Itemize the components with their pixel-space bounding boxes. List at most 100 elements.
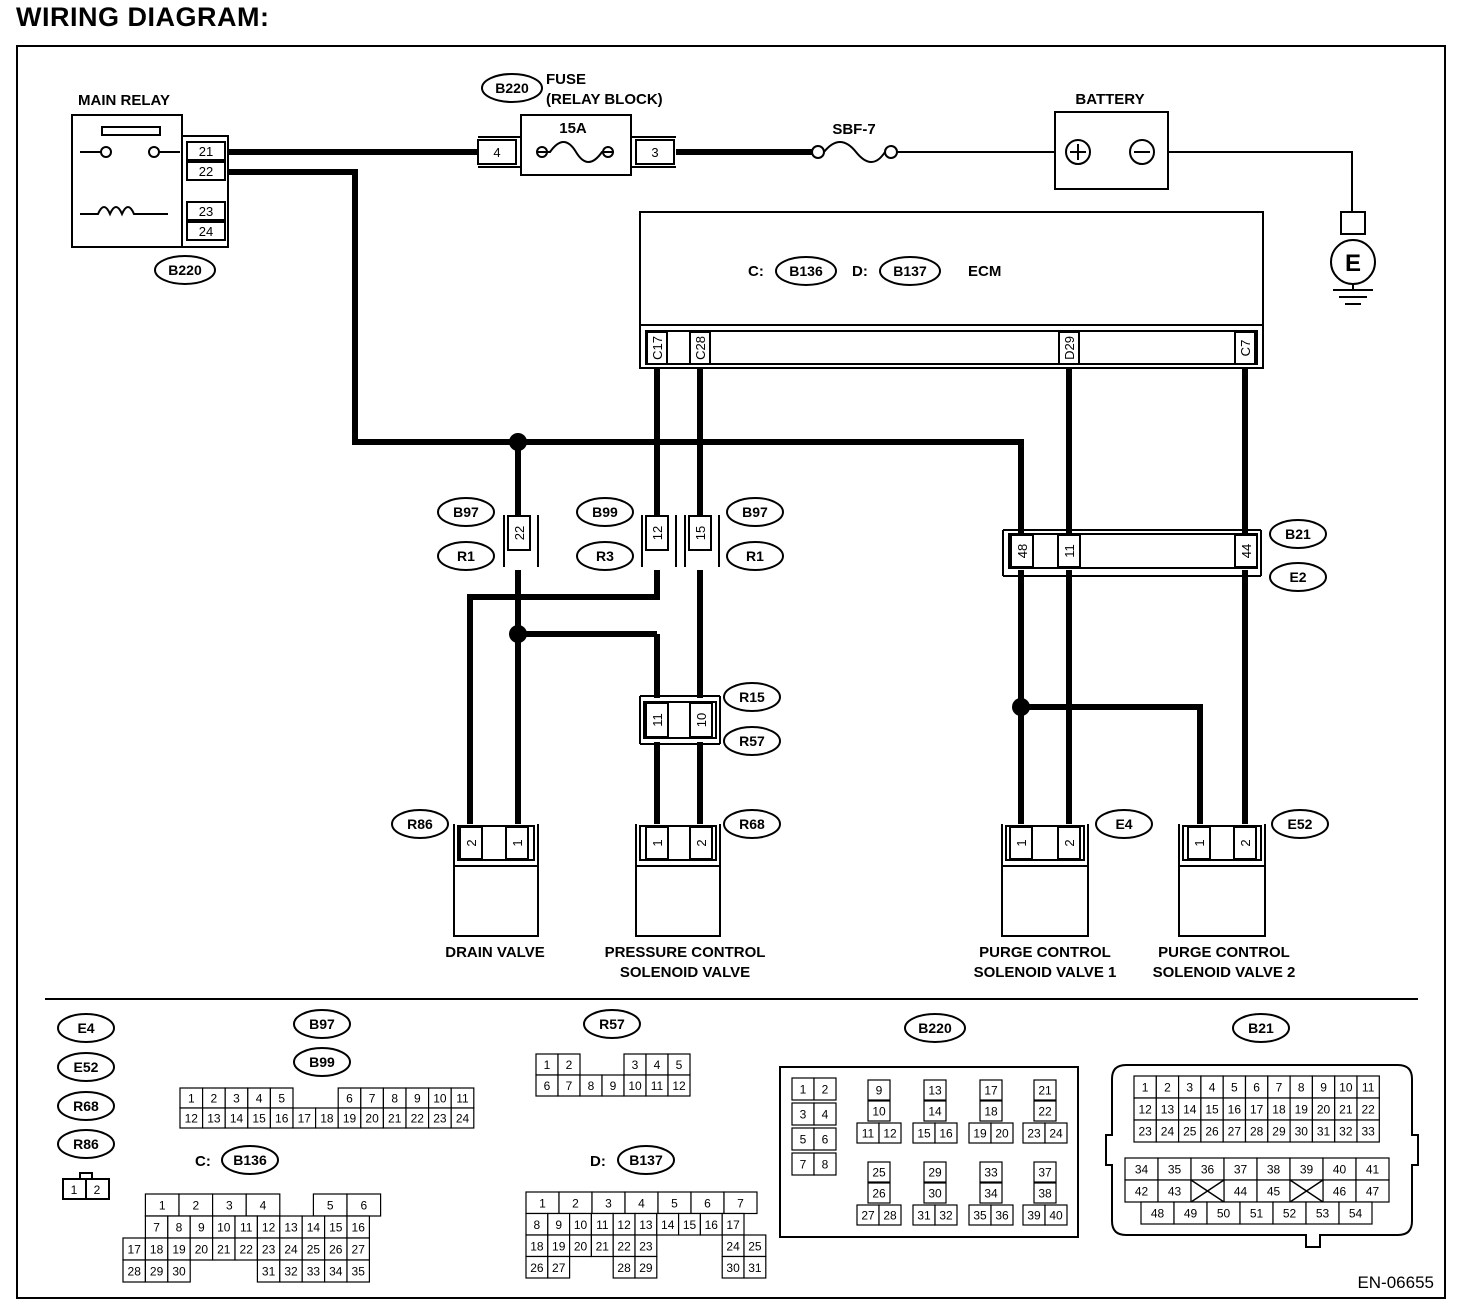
- connector-cell-label: 31: [262, 1265, 276, 1279]
- ecm-pin-d29: D29: [1062, 336, 1077, 360]
- connector-cell-label: 7: [369, 1092, 376, 1106]
- connector-cell-label: 13: [207, 1112, 221, 1126]
- connector-cell-label: 23: [1027, 1127, 1041, 1141]
- connector-cell-label: 18: [530, 1239, 544, 1253]
- battery: BATTERY: [1054, 91, 1169, 190]
- connector-cell-label: 2: [566, 1058, 573, 1072]
- connector-cell: [923, 1161, 947, 1183]
- connector-cell-label: 21: [596, 1239, 610, 1253]
- connector-cell-label: 23: [639, 1239, 653, 1253]
- connector-cell-label: 22: [1361, 1103, 1375, 1117]
- joint-b21-pin-11: 11: [1062, 544, 1077, 558]
- connector-cell-label: 31: [1317, 1125, 1331, 1139]
- connector-cell-label: 9: [876, 1084, 883, 1098]
- connector-cell-label: 26: [872, 1187, 886, 1201]
- connector-cell-label: 12: [672, 1079, 686, 1093]
- connector-cell: [1044, 1204, 1068, 1226]
- fuse-connector-label: B220: [495, 80, 529, 96]
- relay-coil-icon: [80, 206, 168, 217]
- purge-valve-1-label-2: SOLENOID VALVE 1: [974, 964, 1117, 981]
- cv-label-b99: B99: [309, 1054, 335, 1070]
- connector-cell-label: 18: [320, 1112, 334, 1126]
- connector-cell-label: 18: [1272, 1103, 1286, 1117]
- connector-cell: [923, 1079, 947, 1101]
- connector-cell-label: 30: [726, 1261, 740, 1275]
- purge-valve-1: E4 1 2 PURGE CONTROL SOLENOID VALVE 1: [974, 809, 1153, 981]
- connector-cell-label: 32: [284, 1265, 298, 1279]
- joint-b21-top: B21: [1285, 526, 1311, 542]
- connector-cell-label: 2: [572, 1196, 579, 1210]
- connector-cell-label: 24: [284, 1243, 298, 1257]
- connector-cell: [867, 1100, 891, 1122]
- battery-plus-icon: [1065, 139, 1091, 165]
- connector-cell-label: 25: [872, 1166, 886, 1180]
- connector-cell-label: 8: [391, 1092, 398, 1106]
- ecm: C: B136 D: B137 ECM C17 C28 D29 C7: [639, 211, 1264, 369]
- connector-cell: [867, 1182, 891, 1204]
- connector-cell-label: 16: [1228, 1103, 1242, 1117]
- fuse-label-1: FUSE: [546, 71, 586, 88]
- connector-cell-label: 18: [150, 1243, 164, 1257]
- connector-cell-label: 9: [414, 1092, 421, 1106]
- joint-r15-pin-10: 10: [694, 713, 709, 727]
- connector-cell: [1033, 1079, 1057, 1101]
- joint-b99-12: B99 R3 12: [576, 497, 677, 571]
- connector-cell-label: 9: [1320, 1081, 1327, 1095]
- connector-cell-label: 39: [1027, 1209, 1041, 1223]
- connector-cell-label: 23: [433, 1112, 447, 1126]
- connector-cell-label: 16: [275, 1112, 289, 1126]
- joint-b97-22: B97 R1 22: [437, 497, 539, 571]
- connector-cell-label: 54: [1349, 1207, 1363, 1221]
- connector-cell-label: 21: [217, 1243, 231, 1257]
- connector-cell-label: 19: [343, 1112, 357, 1126]
- connector-cell-label: 7: [153, 1221, 160, 1235]
- ecm-pin-c28: C28: [693, 336, 708, 360]
- svg-text:2: 2: [94, 1183, 101, 1197]
- connector-cell-label: 25: [307, 1243, 321, 1257]
- connector-cell-label: 35: [1168, 1163, 1182, 1177]
- connector-cell-label: 7: [800, 1158, 807, 1172]
- relay-connector-label: B220: [168, 262, 202, 278]
- joint-r15-pin-11: 11: [650, 713, 665, 727]
- connector-cell: [878, 1204, 902, 1226]
- connector-cell-label: 16: [939, 1127, 953, 1141]
- sbf-label: SBF-7: [832, 121, 875, 138]
- pressure-valve-pin-1: 1: [650, 839, 665, 846]
- connector-cell-label: 15: [1205, 1103, 1219, 1117]
- connector-cell: [878, 1122, 902, 1144]
- connector-cell-label: 14: [928, 1105, 942, 1119]
- wires: [228, 149, 1353, 824]
- connector-cell-label: 21: [1339, 1103, 1353, 1117]
- joint-b21-pin-48: 48: [1015, 544, 1030, 558]
- connector-cell-label: 26: [329, 1243, 343, 1257]
- ground-label: E: [1345, 250, 1361, 277]
- connector-cell-label: 1: [539, 1196, 546, 1210]
- connector-cell-label: 16: [705, 1218, 719, 1232]
- connector-cell: [867, 1161, 891, 1183]
- connector-cell-label: 22: [617, 1239, 631, 1253]
- connector-cell-label: 24: [1161, 1125, 1175, 1139]
- connector-cell-label: 5: [327, 1199, 334, 1213]
- connector-cell-label: 29: [1272, 1125, 1286, 1139]
- connector-cell-label: 31: [917, 1209, 931, 1223]
- connector-cell-label: 38: [1038, 1187, 1052, 1201]
- connector-cell-label: 14: [230, 1112, 244, 1126]
- fuse-icon: [538, 141, 614, 163]
- blank-cavity-mark: [1289, 1179, 1324, 1203]
- connector-cell: [923, 1100, 947, 1122]
- connector-cell-label: 28: [1250, 1125, 1264, 1139]
- connector-cell-label: 14: [307, 1221, 321, 1235]
- connector-cell-label: 26: [530, 1261, 544, 1275]
- connector-cell-label: 35: [352, 1265, 366, 1279]
- connector-cell-label: 5: [278, 1092, 285, 1106]
- fuse: B220 FUSE (RELAY BLOCK) 15A 4 3: [477, 71, 676, 176]
- purge-valve-1-connector: E4: [1115, 816, 1132, 832]
- cv-label-r57: R57: [599, 1016, 625, 1032]
- connector-cell-label: 3: [226, 1199, 233, 1213]
- connector-cell: [1033, 1100, 1057, 1122]
- connector-cell-label: 5: [671, 1196, 678, 1210]
- connector-view-two-pin: E4 E52 R68 R86 1 2: [57, 1013, 115, 1200]
- fuse-rating: 15A: [559, 120, 587, 137]
